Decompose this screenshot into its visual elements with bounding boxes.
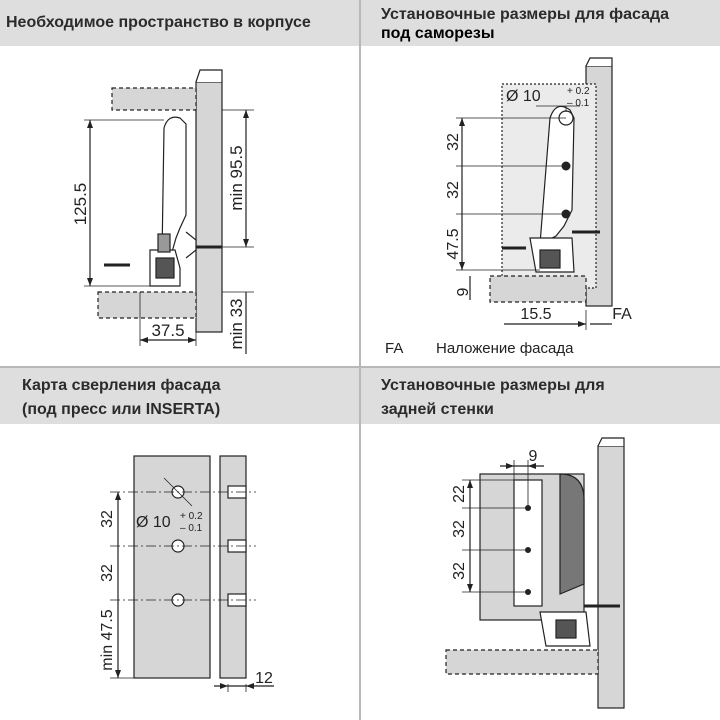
front-dim-hole: Ø 10 [506, 88, 541, 105]
front-dim-base: 9 [455, 287, 472, 296]
back-cabinet-side [597, 445, 625, 709]
title-drilling-map-line1: Карта сверления фасада [22, 377, 221, 394]
title-back-panel-line2: задней стенки [381, 401, 494, 418]
header-front-mounting: Установочные размеры для фасада под само… [361, 0, 720, 46]
dim-depth: 37.5 [151, 321, 184, 340]
legend-text: Наложение фасада [436, 340, 574, 357]
back-dim-top: 22 [451, 485, 468, 503]
back-dim-pitch-b: 32 [451, 562, 468, 580]
drawer-side-profile [161, 116, 187, 256]
map-dim-tol-minus: – 0.1 [180, 523, 203, 534]
back-dim-pitch-a: 32 [451, 520, 468, 538]
top-shelf [111, 87, 197, 111]
title-cabinet-space: Необходимое пространство в корпусе [6, 14, 311, 31]
front-dim-bottom: 47.5 [445, 228, 462, 259]
horizontal-divider [0, 366, 720, 368]
map-dim-pitch-b: 32 [99, 564, 116, 582]
drilling-map-drawing: Ø 10 + 0.2 – 0.1 32 32 min 47.5 12 [99, 455, 274, 692]
front-dim-pitch-a: 32 [445, 133, 462, 151]
dim-min-bottom: min 33 [227, 298, 246, 349]
vertical-divider [359, 0, 361, 720]
bottom-shelf [97, 291, 197, 319]
back-panel-drawing: 9 22 32 32 [445, 437, 625, 709]
back-dim-offset: 9 [529, 448, 538, 465]
map-dim-pitch-a: 32 [99, 510, 116, 528]
cabinet-space-drawing: 125.5 min 95.5 min 33 37.5 [71, 69, 254, 354]
title-drilling-map-line2: (под пресс или INSERTA) [22, 401, 221, 418]
front-mounting-drawing: Ø 10 + 0.2 – 0.1 32 32 47.5 9 15.5 FA [445, 57, 632, 330]
front-dim-depth: 15.5 [520, 306, 551, 323]
map-dim-edge: 12 [255, 670, 273, 687]
title-front-mounting-line2: под саморезы [381, 25, 495, 42]
legend-key: FA [385, 340, 404, 357]
title-back-panel-line1: Установочные размеры для [381, 377, 605, 394]
map-dim-hole: Ø 10 [136, 514, 171, 531]
front-dim-pitch-b: 32 [445, 181, 462, 199]
front-dim-tol-minus: – 0.1 [567, 98, 590, 109]
header-cabinet-space: Необходимое пространство в корпусе [0, 0, 359, 46]
dim-min-top: min 95.5 [227, 145, 246, 210]
map-dim-bottom: min 47.5 [99, 609, 116, 670]
front-dim-tol-plus: + 0.2 [567, 86, 590, 97]
front-dim-overlay: FA [612, 306, 632, 323]
map-dim-tol-plus: + 0.2 [180, 511, 203, 522]
title-front-mounting-line1: Установочные размеры для фасада [381, 6, 670, 23]
cabinet-side-wall [195, 81, 223, 333]
dim-height: 125.5 [71, 183, 90, 226]
header-drilling-map: Карта сверления фасада (под пресс или IN… [0, 368, 359, 424]
header-back-panel: Установочные размеры для задней стенки [361, 368, 720, 424]
